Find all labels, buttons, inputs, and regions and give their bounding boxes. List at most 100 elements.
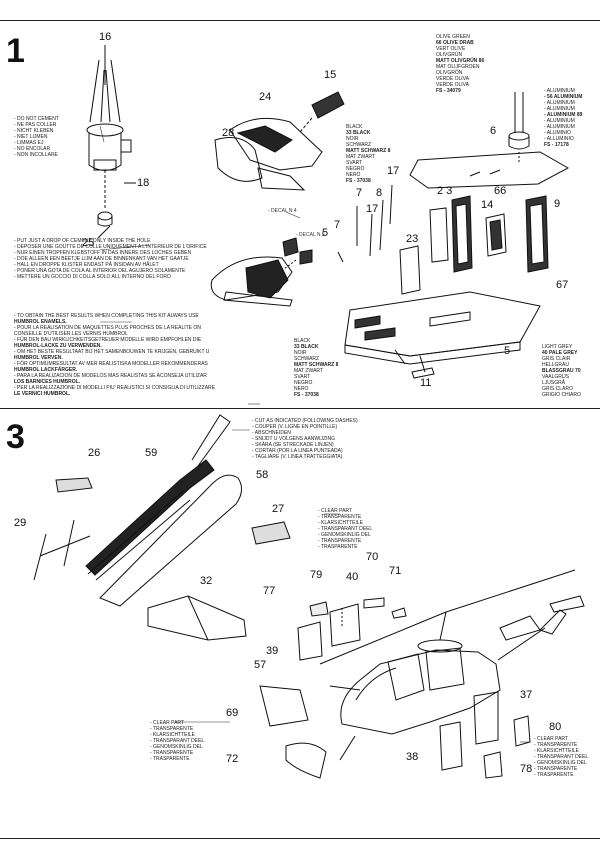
humbrol-paint-note: - TO OBTAIN THE BEST RESULTS WHEN COMPLE…	[14, 313, 215, 397]
part-number-26: 26	[88, 447, 101, 459]
cement-warning-line: - NO ENCOLAR	[14, 146, 51, 152]
paint-line: OLIVE GREEN	[436, 34, 470, 40]
clear-part-line: - TRANSPARANT DEEL	[534, 754, 589, 760]
part-number-24: 24	[259, 91, 272, 103]
humbrol-note-line: - PARA LA REALIZACION DE MODELOS MAS REA…	[14, 373, 207, 379]
cement-drop-line: - HALL EN DROPPE KLISTER ENDAST PÅ INSID…	[14, 262, 159, 268]
clear-part-line: - CLEAR PART	[534, 736, 568, 742]
paint-line: SVART	[294, 374, 311, 380]
part-number-79: 79	[310, 569, 323, 581]
paint-line: VERDE OLIVA	[436, 82, 469, 88]
paint-line: - ALUMINIUM	[544, 100, 575, 106]
paint-line: FS - 34079	[436, 88, 461, 94]
cement-warning-line: - NIET LIJMEN	[14, 134, 48, 140]
part-number-18: 18	[137, 177, 150, 189]
part-number-66: 66	[494, 185, 507, 197]
cement-drop-line: - PONER UNA GOTA DE COLA AL INTERIOR DEL…	[14, 268, 186, 274]
paint-line: MATT SCHWARZ 8	[346, 148, 391, 154]
paint-line: NOIR	[346, 136, 359, 142]
part-number-37: 37	[520, 689, 533, 701]
paint-line: - ALUMINIUM	[544, 124, 575, 130]
part-number-72: 72	[226, 753, 239, 765]
cut-note-line: - CUT AS INDICATED (FOLLOWING DASHES)	[252, 418, 358, 424]
paint-line: MATT OLIVGRÜN 86	[436, 58, 485, 64]
paint-line: LIGHT GREY	[542, 344, 573, 350]
part-number-40: 40	[346, 571, 359, 583]
cement-warning-line: - LIMMAS EJ	[14, 140, 44, 146]
rotor-head-drawing	[86, 45, 132, 227]
humbrol-note-line: HUMBROL-LACKE ZU VERWENDEN.	[14, 343, 102, 349]
part-number-38: 38	[406, 751, 419, 763]
paint-line: MAT ZWART	[294, 368, 323, 374]
paint-line: SCHWARZ	[346, 142, 372, 148]
paint-line: MATT SCHWARZ 8	[294, 362, 339, 368]
humbrol-note-line: - FÜR DEN BAU WIRKLICHKEITSGETREUER MODE…	[14, 337, 202, 343]
paint-line: VAALGRIJS	[542, 374, 570, 380]
paint-line: MAT OLIJFGROEN	[436, 64, 480, 70]
part-number-5a: 5	[322, 227, 329, 239]
paint-line: BLACK	[346, 124, 363, 130]
paint-line: - 56 ALUMINIUM	[544, 94, 583, 100]
part-number-6: 6	[490, 125, 497, 137]
paint-line: MAT ZWART	[346, 154, 375, 160]
humbrol-note-line: - PER LA REALIZZAZIONE DI MODELLI PIU' R…	[14, 385, 215, 391]
bottom-border	[0, 838, 600, 839]
paint-line: - ALUMINIUM	[544, 88, 575, 94]
cut-note-line: - CORTAR (POR LA LINEA PUNTEADA)	[252, 448, 343, 454]
humbrol-note-line: - OM HET BESTE RESULTAAT BIJ HET SAMENBO…	[14, 349, 210, 355]
cement-warning-line: - NON INCOLLARE	[14, 152, 58, 158]
part-number-23a: 23	[406, 233, 419, 245]
cut-note-line: - SNIJDT U VOLGENS AANWIJZING	[252, 436, 335, 442]
paint-line: NERO	[294, 386, 309, 392]
part-number-69: 69	[226, 707, 239, 719]
clear-part-line: - GENOMSKINLIG DEL	[150, 744, 203, 750]
clear-part-line: - GENOMSKINLIG DEL	[534, 760, 587, 766]
paint-line: FS - 37038	[294, 392, 319, 398]
part-number-7a: 7	[356, 187, 363, 199]
clear-part-note-left: - CLEAR PART- TRANSPARENTE- KLARSICHTTEI…	[150, 720, 204, 762]
humbrol-note-line: - FÖR OPTIMUMRESULTAT AV MER REALISTISKA…	[14, 361, 208, 367]
clear-part-line: - CLEAR PART	[150, 720, 184, 726]
paint-line: - ALUMINIUM 89	[544, 112, 583, 118]
paint-line: - ALUMINIUM	[544, 106, 575, 112]
clear-part-line: - TRASPARENTE	[534, 772, 574, 778]
tail-rotor-drawing	[33, 519, 91, 581]
fuselage-front-drawing	[210, 237, 313, 307]
part-number-14: 14	[481, 199, 494, 211]
part-number-16: 16	[99, 31, 112, 43]
paint-line: SCHWARZ	[294, 356, 320, 362]
part-number-29: 29	[14, 517, 27, 529]
helicopter-body-drawing	[319, 569, 585, 761]
clear-part-line: - TRANSPARANT DEEL	[150, 738, 205, 744]
clear-part-line: - TRANSPARENTE	[318, 514, 362, 520]
clear-part-note-top: - CLEAR PART- TRANSPARENTE- KLARSICHTTEI…	[318, 508, 372, 550]
paint-line: GRIGIO CHIARO	[542, 392, 581, 398]
part-number-27: 27	[272, 503, 285, 515]
tail-cone-drawing	[99, 474, 242, 607]
part-number-25: 25	[82, 237, 95, 249]
paint-line: 40 PALE GREY	[542, 350, 578, 356]
paint-line: BLASSGRAU 70	[542, 368, 581, 374]
clear-part-line: - TRASPARENTE	[318, 544, 358, 550]
paint-line: OLIVGRÖN	[436, 70, 463, 76]
cement-drop-line: - PUT JUST A DROP OF CEMENT ONLY INSIDE …	[14, 238, 151, 244]
part-number-67: 67	[556, 279, 569, 291]
clear-part-line: - TRANSPARENTE	[150, 750, 194, 756]
cabin-half-drawing	[214, 91, 345, 191]
cement-drop-line: - DOE ALLEEN EEN BEETJE LIJM AAN DE BINN…	[14, 256, 189, 262]
paint-line: BLACK	[294, 338, 311, 344]
section-divider	[0, 408, 600, 409]
part-number-59: 59	[145, 447, 158, 459]
decal-n4-label: - DECAL N 4	[268, 208, 297, 214]
part-number-23b: 2 3	[437, 185, 453, 197]
cement-warning-line: - DO NOT CEMENT	[14, 116, 59, 122]
humbrol-note-line: - TO OBTAIN THE BEST RESULTS WHEN COMPLE…	[14, 313, 199, 319]
part-number-17b: 17	[366, 203, 379, 215]
humbrol-note-line: LOS BARNICES HUMBROL.	[14, 379, 81, 385]
cut-note-line: - SKÄRA (SE STRECKADE LINJEN)	[252, 442, 334, 448]
part-number-15: 15	[324, 69, 337, 81]
paint-line: SVART	[346, 160, 363, 166]
